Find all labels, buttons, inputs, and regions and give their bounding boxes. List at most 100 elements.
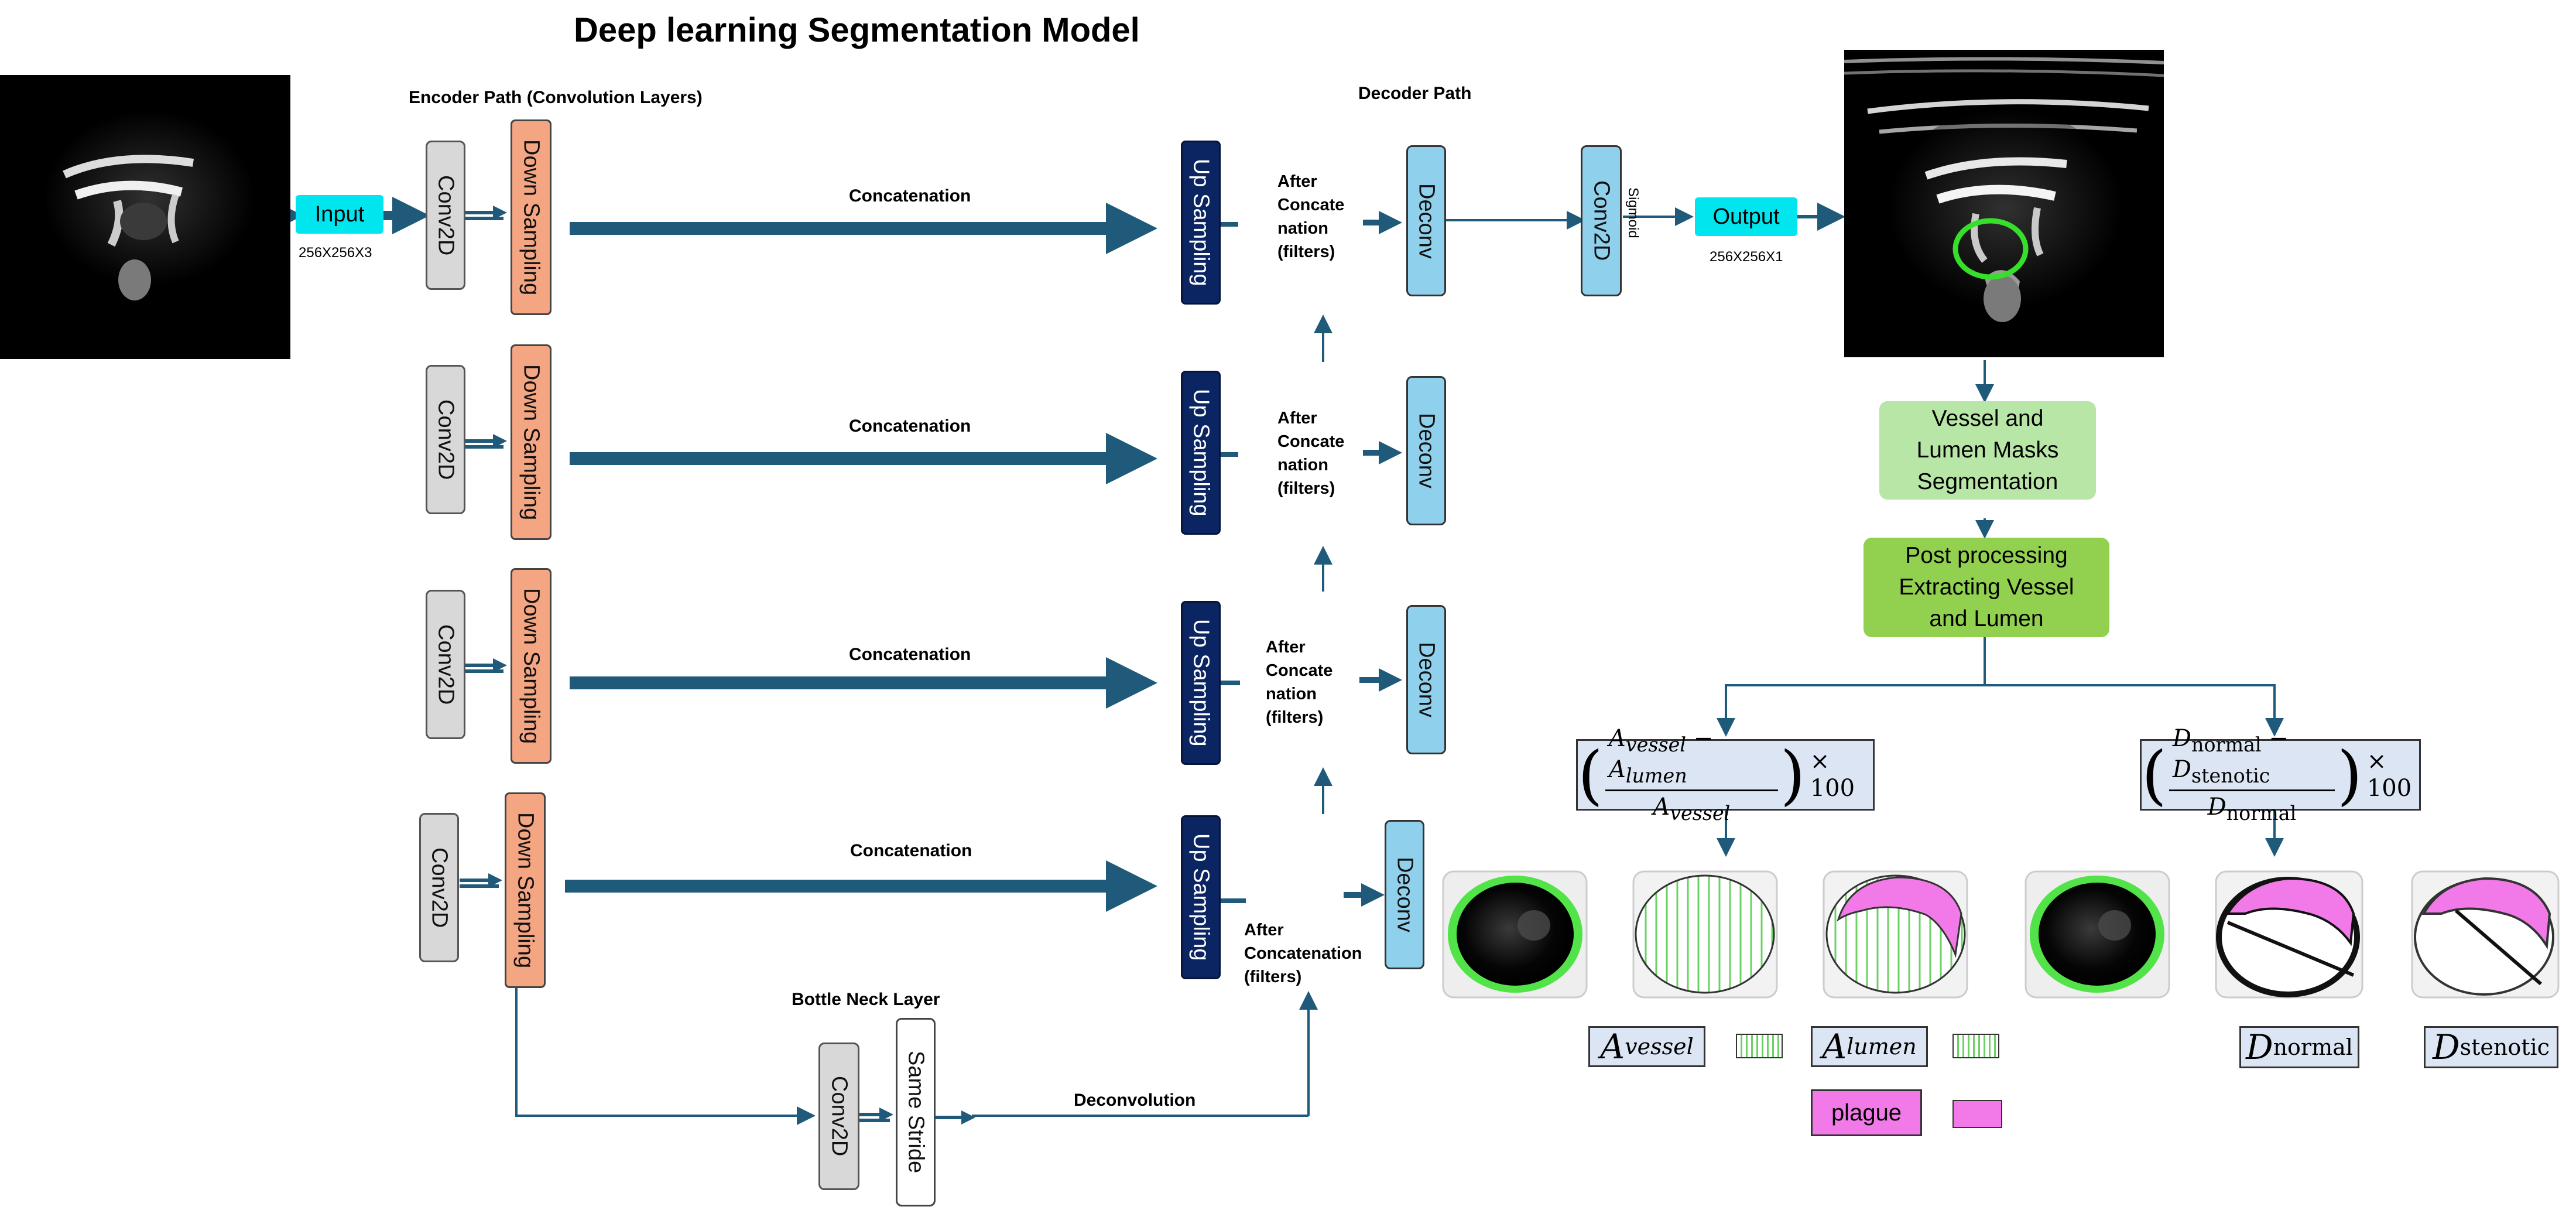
decoder-up-sampling-2: Up Sampling: [1181, 371, 1221, 535]
decoder-up-sampling-1: Up Sampling: [1181, 141, 1221, 305]
formula-open-paren: (: [1578, 737, 1603, 812]
input-ultrasound-image: [0, 75, 290, 359]
bottleneck-same-stride-label: Same Stride: [903, 1051, 929, 1174]
encoder-conv2d-3-label: Conv2D: [433, 624, 458, 705]
decoder-deconv-1: Deconv: [1406, 145, 1446, 296]
after-concatenation-4: After Concatenation (filters): [1244, 921, 1362, 986]
input-size-label: 256X256X3: [299, 245, 372, 261]
bottleneck-conv2d-label: Conv2D: [827, 1076, 852, 1157]
vessel-area-circle: [1632, 870, 1778, 999]
concatenation-label-4: Concatenation: [850, 841, 972, 860]
final-conv2d-label: Conv2D: [1589, 180, 1614, 261]
output-size-label: 256X256X1: [1710, 249, 1783, 265]
legend-a-vessel-main: A: [1600, 1027, 1625, 1067]
legend-plague-swatch: [1952, 1100, 2002, 1128]
decoder-up-sampling-4-label: Up Sampling: [1188, 833, 1214, 961]
area-numerator: Avessel − Alumen: [1605, 725, 1778, 791]
legend-d-stenotic-main: D: [2433, 1027, 2460, 1067]
encoder-conv2d-1: Conv2D: [426, 141, 465, 290]
vessel-image-1: [1442, 870, 1588, 999]
diameter-numerator: Dnormal − Dstenotic: [2169, 725, 2335, 791]
output-ultrasound-image: [1844, 50, 2164, 357]
conv-down-arrows: [460, 206, 507, 888]
diagram-title: Deep learning Segmentation Model: [574, 11, 1140, 49]
decoder-deconv-2-label: Deconv: [1414, 413, 1439, 488]
dia-den: D: [2207, 794, 2226, 821]
encoder-conv2d-1-label: Conv2D: [433, 175, 458, 256]
dia-num-a-sub: normal: [2191, 733, 2262, 756]
legend-a-lumen-sub: lumen: [1847, 1034, 1917, 1059]
input-box: Input: [296, 195, 383, 234]
legend-a-vessel-sub: vessel: [1625, 1034, 1694, 1059]
area-den: A: [1653, 794, 1670, 821]
legend-vessel-swatch: [1736, 1034, 1783, 1058]
input-label: Input: [314, 201, 365, 227]
area-stenosis-formula: ( Avessel − Alumen Avessel ) × 100: [1576, 725, 1875, 825]
dia-den-sub: normal: [2226, 802, 2297, 825]
diameter-fraction: Dnormal − Dstenotic Dnormal: [2169, 725, 2335, 825]
formula2-close-paren: ): [2337, 737, 2362, 812]
final-conv2d: Conv2D: [1581, 145, 1622, 296]
bottleneck-same-stride: Same Stride: [896, 1018, 936, 1206]
segmentation-ring: [1952, 218, 2029, 280]
encoder-down-sampling-2-label: Down Sampling: [519, 364, 544, 521]
legend-d-stenotic-sub: stenotic: [2459, 1034, 2550, 1060]
post-processing-step: Post processing Extracting Vessel and Lu…: [1864, 538, 2109, 637]
encoder-down-sampling-1: Down Sampling: [511, 119, 551, 315]
mask-segmentation-step: Vessel and Lumen Masks Segmentation: [1879, 401, 2096, 500]
after-concatenation-2: After Concate nation (filters): [1277, 409, 1345, 498]
bottleneck-conv2d: Conv2D: [818, 1042, 859, 1190]
encoder-conv2d-2-label: Conv2D: [433, 399, 458, 480]
diameter-times: × 100: [2366, 748, 2412, 802]
legend-plague-label: plague: [1831, 1099, 1902, 1126]
encoder-conv2d-3: Conv2D: [426, 590, 465, 739]
encoder-down-sampling-3-label: Down Sampling: [519, 587, 544, 744]
lumen-plague-circle: [1823, 870, 1968, 999]
concatenation-label-2: Concatenation: [849, 416, 971, 436]
normal-diameter-circle: [2215, 870, 2363, 999]
encoder-conv2d-4-label: Conv2D: [427, 847, 452, 928]
diameter-denominator: Dnormal: [2208, 791, 2297, 825]
concatenation-label-1: Concatenation: [849, 186, 971, 206]
after-concatenation-3: After Concate nation (filters): [1266, 638, 1333, 727]
decoder-path-label: Decoder Path: [1358, 84, 1472, 103]
deconvolution-label: Deconvolution: [1074, 1091, 1196, 1110]
decoder-up-sampling-4: Up Sampling: [1181, 815, 1221, 979]
legend-lumen-swatch: [1952, 1034, 1999, 1058]
decoder-deconv-4-label: Deconv: [1392, 857, 1417, 932]
mask-segmentation-label: Vessel and Lumen Masks Segmentation: [1916, 406, 2059, 494]
vessel-image-2: [2025, 870, 2170, 999]
area-minus: −: [1693, 725, 1714, 752]
encoder-down-sampling-4: Down Sampling: [505, 792, 546, 988]
dia-num-b-sub: stenotic: [2191, 764, 2270, 787]
area-num-b: A: [1608, 756, 1626, 783]
decoder-deconv-3-label: Deconv: [1414, 642, 1439, 717]
legend-plague: plague: [1811, 1089, 1922, 1136]
area-denominator: Avessel: [1653, 791, 1730, 825]
output-label: Output: [1712, 204, 1780, 229]
area-num-a-sub: vessel: [1625, 733, 1686, 756]
legend-d-normal-sub: normal: [2273, 1034, 2353, 1060]
dia-num-b: D: [2172, 756, 2191, 783]
encoder-down-sampling-2: Down Sampling: [511, 344, 551, 540]
bottleneck-label: Bottle Neck Layer: [792, 990, 940, 1009]
concatenation-label-3: Concatenation: [849, 645, 971, 664]
output-box: Output: [1695, 197, 1797, 236]
after-concatenation-1: After Concate nation (filters): [1277, 172, 1345, 261]
area-num-b-sub: lumen: [1625, 764, 1687, 787]
encoder-path-label: Encoder Path (Convolution Layers): [409, 88, 703, 107]
encoder-down-sampling-3: Down Sampling: [511, 568, 551, 764]
decoder-up-sampling-2-label: Up Sampling: [1188, 389, 1214, 517]
diameter-stenosis-formula: ( Dnormal − Dstenotic Dnormal ) × 100: [2140, 725, 2421, 825]
decoder-deconv-3: Deconv: [1406, 605, 1446, 754]
encoder-conv2d-4: Conv2D: [419, 813, 459, 962]
area-num-a: A: [1608, 725, 1626, 752]
sigmoid-label: Sigmoid: [1625, 187, 1641, 238]
stenotic-diameter-circle: [2411, 870, 2560, 999]
dia-minus: −: [2269, 725, 2289, 752]
